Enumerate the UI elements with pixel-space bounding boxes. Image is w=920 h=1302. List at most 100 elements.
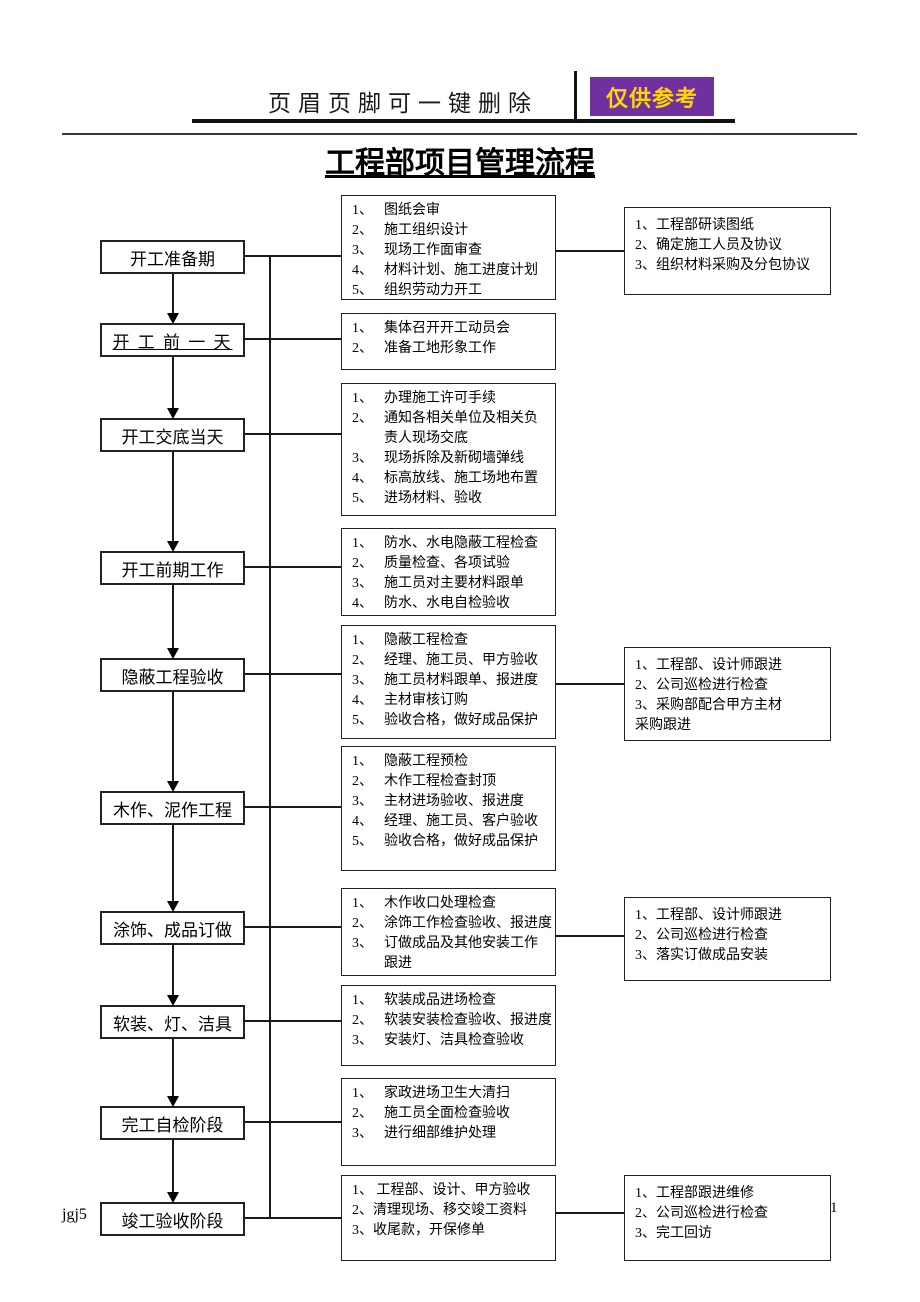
arrow-shaft xyxy=(171,945,174,995)
header-divider-line xyxy=(574,71,577,123)
item-text: 跟进 xyxy=(384,956,412,971)
page-number: 1 xyxy=(830,1200,838,1216)
list-item: 1、工程部、设计师跟进 xyxy=(635,656,826,676)
list-item: 2、通知各相关单位及相关负责人现场交底 xyxy=(352,409,551,449)
item-number: 3、 xyxy=(635,1226,656,1241)
item-text: 经理、施工员、甲方验收 xyxy=(384,653,538,668)
item-text: 落实订做成品安装 xyxy=(656,948,768,963)
list-item: 5、验收合格，做好成品保护 xyxy=(352,711,551,731)
list-item: 5、验收合格，做好成品保护 xyxy=(352,832,551,852)
item-number: 3、 xyxy=(352,1126,373,1141)
item-text: 进场材料、验收 xyxy=(384,491,482,506)
list-item: 2、公司巡检进行检查 xyxy=(635,926,826,946)
arrow-head-icon xyxy=(166,995,179,1006)
flow-arrow xyxy=(166,825,179,912)
item-number: 1、 xyxy=(352,1183,373,1198)
item-number: 5、 xyxy=(352,283,373,298)
item-text: 经理、施工员、客户验收 xyxy=(384,814,538,829)
item-text: 安装灯、洁具检查验收 xyxy=(384,1033,524,1048)
stage-label: 开工准备期 xyxy=(130,249,215,269)
arrow-shaft xyxy=(171,1039,174,1096)
flow-arrow xyxy=(166,274,179,324)
list-item: 1、家政进场卫生大清扫 xyxy=(352,1084,551,1104)
list-item: 4、材料计划、施工进度计划 xyxy=(352,261,551,281)
item-number: 2、 xyxy=(352,916,373,931)
item-number: 5、 xyxy=(352,713,373,728)
flow-connector xyxy=(245,1020,341,1022)
arrow-head-icon xyxy=(166,781,179,792)
list-item: 1、防水、水电隐蔽工程检查 xyxy=(352,534,551,554)
arrow-head-icon xyxy=(166,541,179,552)
footer-note: jgj5 xyxy=(62,1206,87,1223)
item-number: 4、 xyxy=(352,693,373,708)
item-text: 隐蔽工程预检 xyxy=(384,754,468,769)
item-number: 2、 xyxy=(352,223,373,238)
flow-connector xyxy=(245,338,341,340)
list-item: 1、隐蔽工程检查 xyxy=(352,631,551,651)
item-text: 防水、水电自检验收 xyxy=(384,596,510,611)
item-text: 收尾款，开保修单 xyxy=(373,1223,485,1238)
item-text: 采购部配合甲方主材 xyxy=(656,698,782,713)
item-number: 5、 xyxy=(352,491,373,506)
item-text: 涂饰工作检查验收、报进度 xyxy=(384,916,552,931)
list-item: 3、现场拆除及新砌墙弹线 xyxy=(352,449,551,469)
list-item: 3、落实订做成品安装 xyxy=(635,946,826,966)
arrow-shaft xyxy=(171,357,174,408)
flow-connector xyxy=(245,433,341,435)
list-item: 3、进行细部维护处理 xyxy=(352,1124,551,1144)
item-text: 标高放线、施工场地布置 xyxy=(384,471,538,486)
item-number: 3、 xyxy=(352,576,373,591)
list-item: 2、公司巡检进行检查 xyxy=(635,676,826,696)
item-number: 1、 xyxy=(352,754,373,769)
item-number: 3、 xyxy=(635,698,656,713)
item-text: 采购跟进 xyxy=(635,718,691,733)
list-item: 1、集体召开开工动员会 xyxy=(352,319,551,339)
item-number: 1、 xyxy=(352,203,373,218)
list-item: 2、公司巡检进行检查 xyxy=(635,1204,826,1224)
item-text: 施工员对主要材料跟单 xyxy=(384,576,524,591)
list-item: 1、图纸会审 xyxy=(352,201,551,221)
item-number: 1、 xyxy=(352,993,373,1008)
list-item: 3、主材进场验收、报进度 xyxy=(352,792,551,812)
item-text: 工程部、设计师跟进 xyxy=(656,658,782,673)
item-text: 工程部研读图纸 xyxy=(656,218,754,233)
flow-arrow xyxy=(166,357,179,419)
item-text: 公司巡检进行检查 xyxy=(656,928,768,943)
item-text: 防水、水电隐蔽工程检查 xyxy=(384,536,538,551)
stage-box: 开工准备期 xyxy=(100,240,245,274)
list-item: 2、涂饰工作检查验收、报进度 xyxy=(352,914,552,934)
stage-box: 涂饰、成品订做 xyxy=(100,911,245,945)
item-text: 质量检查、各项试验 xyxy=(384,556,510,571)
stage-box: 竣工验收阶段 xyxy=(100,1202,245,1236)
item-text: 工程部、设计、甲方验收 xyxy=(373,1183,531,1198)
list-item: 2、确定施工人员及协议 xyxy=(635,236,826,256)
item-number: 3、 xyxy=(352,243,373,258)
item-text: 主材进场验收、报进度 xyxy=(384,794,524,809)
stage-box: 开工前期工作 xyxy=(100,551,245,585)
arrow-shaft xyxy=(171,692,174,781)
item-text: 隐蔽工程检查 xyxy=(384,633,468,648)
list-item: 4、防水、水电自检验收 xyxy=(352,594,551,614)
item-number: 2、 xyxy=(352,341,373,356)
arrow-head-icon xyxy=(166,1192,179,1203)
item-text: 现场拆除及新砌墙弹线 xyxy=(384,451,524,466)
item-number: 2、 xyxy=(352,774,373,789)
stage-label: 隐蔽工程验收 xyxy=(121,667,224,687)
list-item: 3、施工员对主要材料跟单 xyxy=(352,574,551,594)
item-number: 3、 xyxy=(635,948,656,963)
list-item: 2、质量检查、各项试验 xyxy=(352,554,551,574)
flow-connector xyxy=(245,806,341,808)
item-number: 2、 xyxy=(352,653,373,668)
item-number: 1、 xyxy=(635,908,656,923)
list-item: 2、木作工程检查封顶 xyxy=(352,772,551,792)
item-text: 订做成品及其他安装工作 xyxy=(384,936,538,951)
item-text: 清理现场、移交竣工资料 xyxy=(373,1203,527,1218)
header-rule-thin xyxy=(62,133,857,135)
flow-arrow xyxy=(166,945,179,1006)
